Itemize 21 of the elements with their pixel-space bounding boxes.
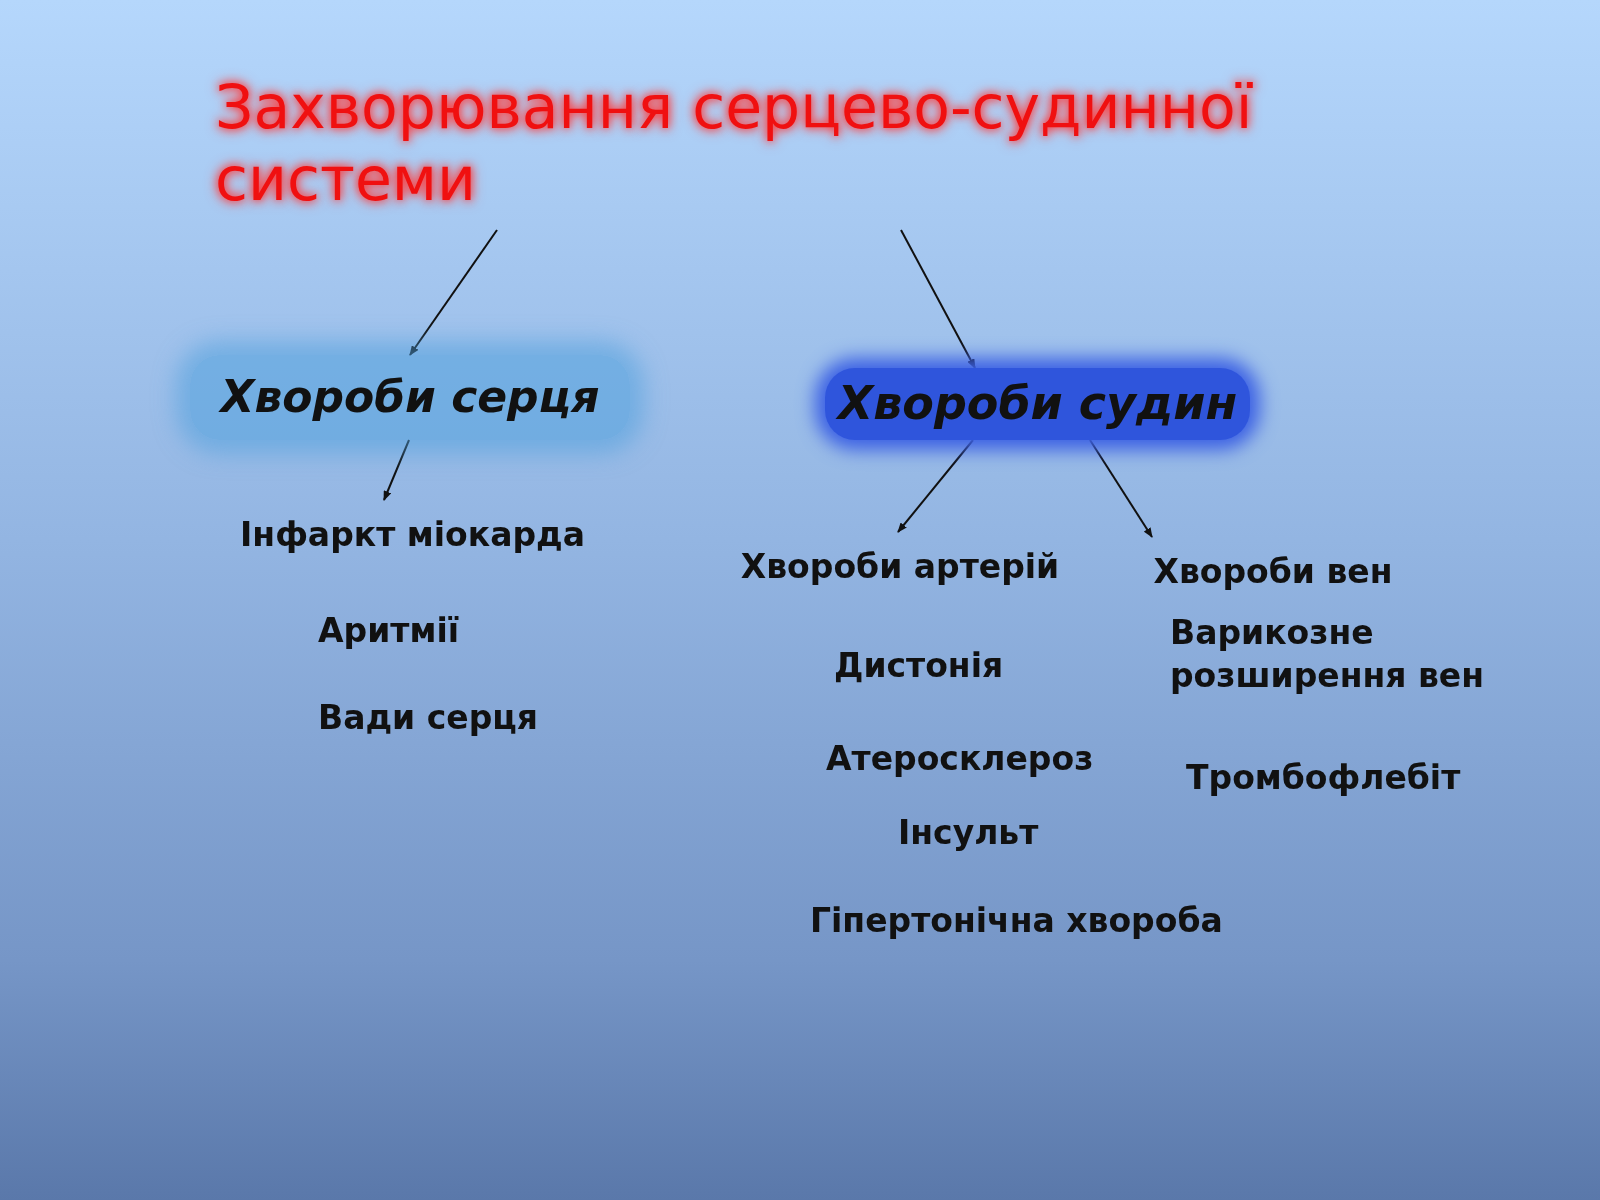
category-label: Хвороби серця [220,371,600,424]
arrow [409,229,498,356]
arrow [900,229,976,369]
highlight-box [825,368,1250,440]
disease-label: Гіпертонічна хвороба [810,900,1223,942]
arrow [897,439,974,533]
disease-label: Аритмії [318,610,459,652]
disease-label: Варикозне розширення вен [1170,612,1485,697]
category-label: Інфаркт міокарда [240,515,585,555]
highlight-box [190,355,630,440]
category-label: Хвороби артерій [740,547,1060,587]
category-label: Хвороби вен [1153,552,1393,592]
disease-label: Тромбофлебіт [1186,757,1461,799]
disease-label: Атеросклероз [826,738,1094,780]
disease-label: Вади серця [318,697,538,739]
arrow [1089,439,1153,538]
arrow [383,439,410,501]
disease-label: Інсульт [898,812,1039,854]
disease-label: Дистонія [834,645,1004,687]
title: Захворювання серцево-судинної системи [215,70,1254,215]
category-label: Хвороби судин [837,376,1238,432]
